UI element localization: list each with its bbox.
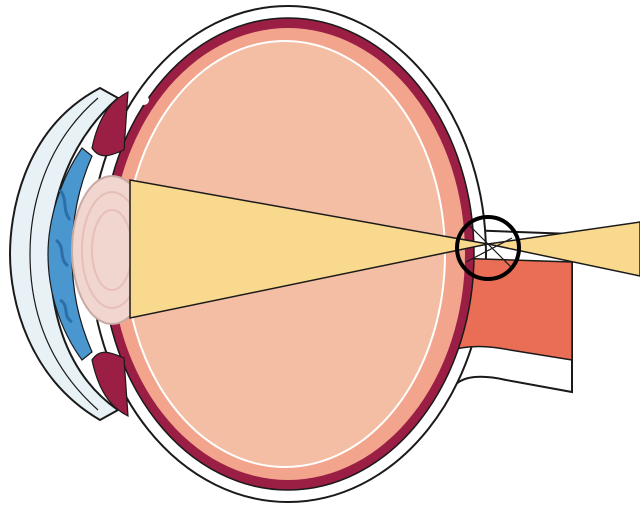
focal-point-ring xyxy=(455,215,521,281)
ciliary-body-bottom xyxy=(91,351,129,418)
light-beam-outside xyxy=(487,221,640,277)
ciliary-body-top xyxy=(91,90,129,157)
iris xyxy=(47,147,93,361)
highlight-dot-2 xyxy=(131,107,137,113)
focal-point-rays xyxy=(465,225,513,269)
cornea-inner-line xyxy=(29,97,99,411)
iris-texture xyxy=(54,189,73,324)
highlight-dot-1 xyxy=(139,95,149,105)
light-beam-inside xyxy=(129,179,489,319)
